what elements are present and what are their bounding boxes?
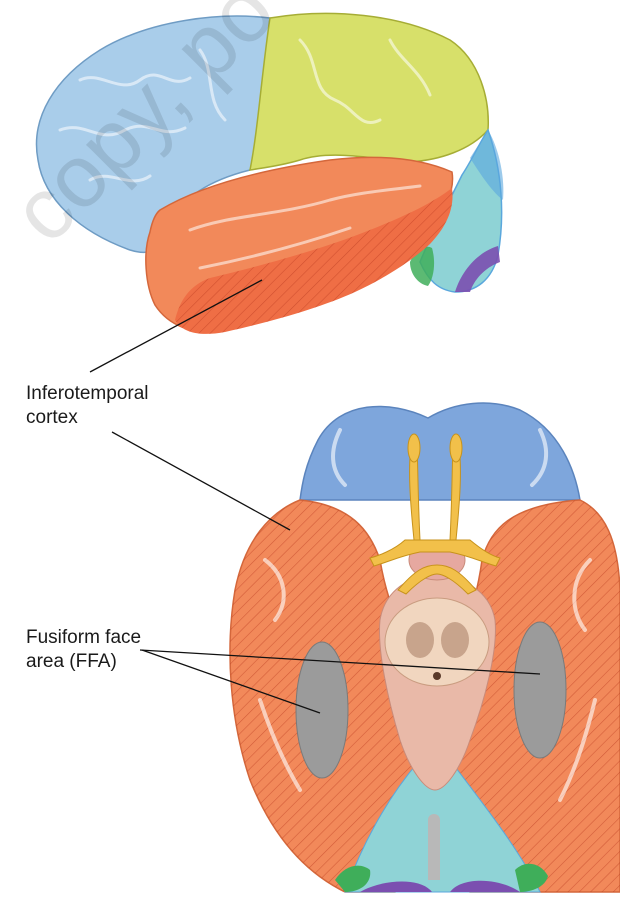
inferotemporal-label: Inferotemporal cortex [26,382,149,430]
ffa-label: Fusiform face area (FFA) [26,626,141,674]
inferotemporal-label-line1: Inferotemporal [26,382,149,406]
ffa-right [514,622,566,758]
ffa-label-line1: Fusiform face [26,626,141,650]
ffa-label-line2: area (FFA) [26,650,141,674]
inferotemporal-label-line2: cortex [26,406,149,430]
orbitofrontal-cortex [300,403,580,500]
ventral-brain-view [230,403,620,892]
leader-it-ventral [112,432,290,530]
